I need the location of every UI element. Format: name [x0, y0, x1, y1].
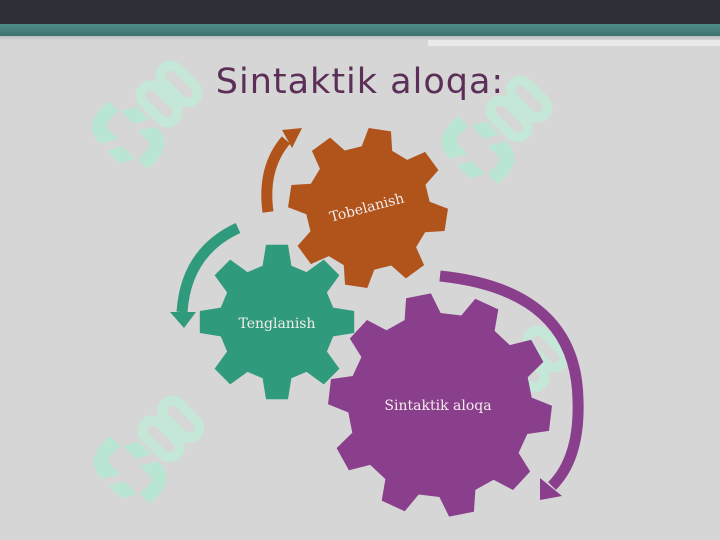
top-shadow [0, 36, 720, 40]
teal-arrow-icon [170, 223, 241, 328]
gear-sintaktik-aloqa [328, 293, 552, 517]
accent-line [428, 40, 720, 46]
gear-tenglanish [199, 244, 355, 400]
top-stripe [0, 24, 720, 36]
top-bar [0, 0, 720, 24]
purple-arrow-icon [439, 270, 584, 500]
gear-label-sintaktik-aloqa: Sintaktik aloqa [384, 398, 491, 414]
gear-tobelanish [288, 128, 448, 288]
slide-title: Sintaktik aloqa: [215, 62, 505, 102]
orange-arrow-icon [261, 128, 302, 213]
gear-label-tenglanish: Tenglanish [238, 316, 315, 332]
